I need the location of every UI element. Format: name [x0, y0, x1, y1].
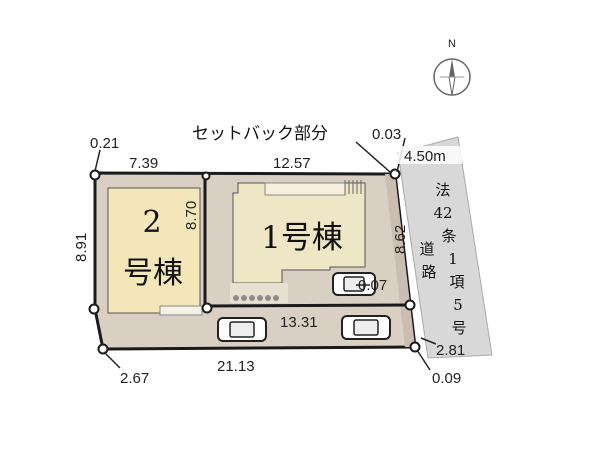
house-1-stairs	[344, 180, 362, 194]
house-2-label: 号棟	[123, 256, 183, 291]
dim-bottom-right-1: 2.81	[436, 342, 465, 359]
road-law-label: 法 42 条 1 項 5 号	[433, 181, 466, 337]
car-1	[217, 317, 267, 342]
svg-text:5: 5	[453, 296, 463, 314]
house-2-porch	[159, 305, 203, 316]
compass-icon	[433, 58, 471, 96]
house-1-label: 1号棟	[261, 220, 343, 256]
car-2	[341, 315, 391, 340]
dim-bottom-right-2: 0.09	[432, 370, 461, 387]
dim-bottom-edge: 21.13	[217, 358, 255, 375]
road-width: 4.50m	[404, 148, 446, 165]
dim-bottom-left: 2.67	[120, 370, 149, 387]
dim-right-edge: 8.62	[392, 225, 409, 254]
house-2-footprint	[107, 187, 201, 314]
compass-label: N	[448, 38, 456, 50]
dim-top-left-corner: 0.21	[90, 135, 119, 152]
dim-top-right-corner: 0.03	[372, 126, 401, 143]
road-label: 道 路	[419, 240, 436, 281]
svg-text:路: 路	[421, 263, 436, 281]
svg-text:法: 法	[435, 181, 450, 199]
dim-divider: 8.70	[183, 201, 200, 230]
dim-inner-right: 0.07	[358, 277, 387, 294]
road-width-box	[398, 146, 462, 164]
dim-top-right-edge: 12.57	[273, 155, 311, 172]
svg-text:1: 1	[448, 250, 458, 268]
dim-left-edge: 8.91	[73, 233, 90, 262]
setback-label: セットバック部分	[192, 124, 328, 144]
dim-top-left-edge: 7.39	[129, 155, 158, 172]
svg-text:道: 道	[419, 240, 434, 258]
lot-divider-bottom	[204, 303, 411, 308]
corner-markers	[88, 168, 421, 355]
dim-driveway: 13.31	[280, 314, 318, 331]
house-1-balcony	[264, 182, 346, 196]
stepping-stones	[233, 295, 279, 301]
road-strip	[397, 136, 493, 359]
svg-text:条: 条	[441, 227, 456, 245]
svg-text:42: 42	[433, 204, 452, 222]
svg-text:項: 項	[449, 273, 464, 291]
svg-text:号: 号	[451, 319, 466, 337]
house-2-number: 2	[142, 205, 161, 240]
car-house-1	[332, 272, 376, 296]
